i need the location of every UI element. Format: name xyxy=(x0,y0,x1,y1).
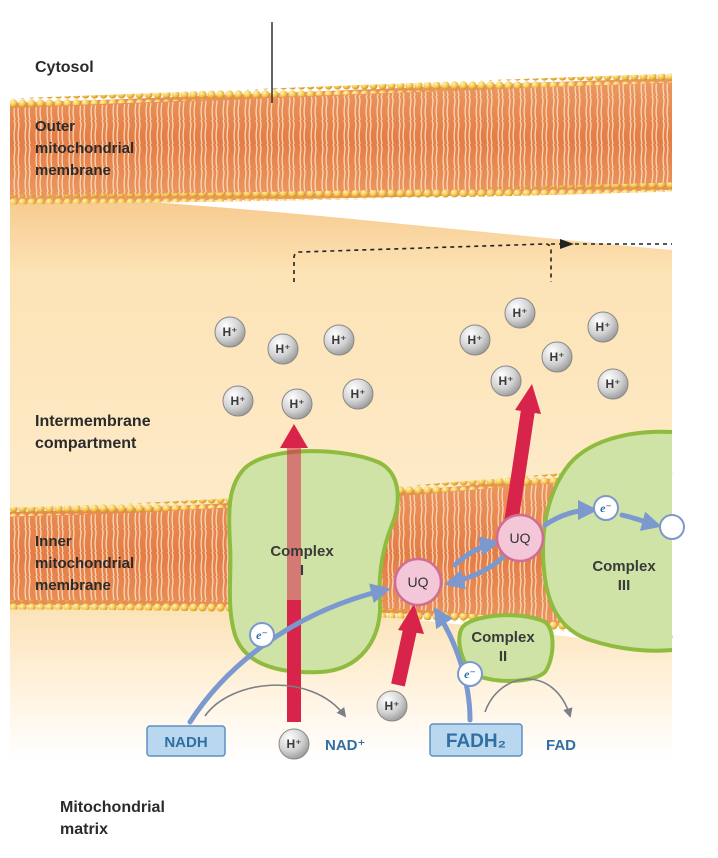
svg-text:H⁺: H⁺ xyxy=(385,699,400,713)
electron-badge-1: e⁻ xyxy=(249,622,275,648)
svg-text:e⁻: e⁻ xyxy=(600,501,612,515)
svg-text:membrane: membrane xyxy=(35,577,111,594)
svg-text:H⁺: H⁺ xyxy=(351,387,366,401)
svg-text:H⁺: H⁺ xyxy=(276,342,291,356)
proton-12: H⁺ xyxy=(597,368,629,400)
cytosol-label: Cytosol xyxy=(35,59,94,76)
fad-label: FAD xyxy=(546,737,576,754)
svg-text:H⁺: H⁺ xyxy=(290,397,305,411)
proton-3: H⁺ xyxy=(323,324,355,356)
svg-text:e⁻: e⁻ xyxy=(464,667,476,681)
svg-text:H⁺: H⁺ xyxy=(513,306,528,320)
svg-text:e⁻: e⁻ xyxy=(256,628,268,642)
svg-text:NADH: NADH xyxy=(164,734,207,751)
svg-text:H⁺: H⁺ xyxy=(596,320,611,334)
ubiquinone-2: UQ xyxy=(495,513,545,563)
proton-5: H⁺ xyxy=(281,388,313,420)
dashed-arrowhead xyxy=(560,239,574,249)
svg-text:II: II xyxy=(499,648,507,665)
svg-text:H⁺: H⁺ xyxy=(550,350,565,364)
svg-text:H⁺: H⁺ xyxy=(606,377,621,391)
proton-13: H⁺ xyxy=(376,690,408,722)
complex-3-proton-arrow xyxy=(503,384,541,532)
matrix-label: Mitochondrial matrix xyxy=(60,799,165,838)
proton-11: H⁺ xyxy=(490,365,522,397)
proton-8: H⁺ xyxy=(459,324,491,356)
svg-text:Complex: Complex xyxy=(592,558,656,575)
proton-7: H⁺ xyxy=(504,297,536,329)
svg-text:H⁺: H⁺ xyxy=(223,325,238,339)
proton-9: H⁺ xyxy=(587,311,619,343)
svg-text:H⁺: H⁺ xyxy=(231,394,246,408)
electron-badge-4 xyxy=(659,514,685,540)
svg-text:H⁺: H⁺ xyxy=(468,333,483,347)
complex-3-label: Complex III xyxy=(592,558,656,594)
proton-2: H⁺ xyxy=(267,333,299,365)
svg-text:mitochondrial: mitochondrial xyxy=(35,555,134,572)
complex-3 xyxy=(540,429,673,653)
proton-flow-dashed-arrow xyxy=(293,243,672,282)
intermembrane-label: Intermembrane compartment xyxy=(35,413,151,452)
complex-1 xyxy=(227,449,400,675)
svg-text:Inner: Inner xyxy=(35,533,72,550)
outer-membrane-label: Outer mitochondrial membrane xyxy=(35,118,134,179)
inner-membrane-label: Inner mitochondrial membrane xyxy=(35,533,134,594)
nadh-box: NADH xyxy=(146,725,226,757)
fadh2-to-fad-arrow xyxy=(484,678,573,718)
proton-4: H⁺ xyxy=(222,385,254,417)
proton-14: H⁺ xyxy=(278,728,310,760)
svg-text:III: III xyxy=(618,577,631,594)
uq-proton-arrow xyxy=(391,604,424,687)
nadh-to-nad-arrow xyxy=(204,684,347,718)
svg-text:mitochondrial: mitochondrial xyxy=(35,140,134,157)
proton-1: H⁺ xyxy=(214,316,246,348)
svg-text:membrane: membrane xyxy=(35,162,111,179)
svg-text:FADH₂: FADH₂ xyxy=(446,731,506,752)
ubiquinone-1: UQ xyxy=(393,557,443,607)
svg-text:UQ: UQ xyxy=(408,574,429,590)
svg-text:Mitochondrial: Mitochondrial xyxy=(60,799,165,816)
svg-text:H⁺: H⁺ xyxy=(499,374,514,388)
svg-text:Complex: Complex xyxy=(270,543,334,560)
proton-10: H⁺ xyxy=(541,341,573,373)
electron-badge-3: e⁻ xyxy=(593,495,619,521)
svg-text:Outer: Outer xyxy=(35,118,75,135)
svg-text:matrix: matrix xyxy=(60,821,108,838)
outer-membrane xyxy=(9,73,673,205)
svg-text:UQ: UQ xyxy=(510,530,531,546)
fadh2-box: FADH₂ xyxy=(429,723,523,757)
proton-6: H⁺ xyxy=(342,378,374,410)
nad-plus-label: NAD⁺ xyxy=(325,737,365,754)
complex-1-label: Complex I xyxy=(270,543,334,579)
svg-text:H⁺: H⁺ xyxy=(287,737,302,751)
electron-badge-2: e⁻ xyxy=(457,661,483,687)
svg-text:Intermembrane: Intermembrane xyxy=(35,413,151,430)
svg-text:compartment: compartment xyxy=(35,435,137,452)
svg-text:Complex: Complex xyxy=(471,629,535,646)
complex-2-label: Complex II xyxy=(471,629,535,665)
svg-text:I: I xyxy=(300,562,304,579)
svg-text:H⁺: H⁺ xyxy=(332,333,347,347)
